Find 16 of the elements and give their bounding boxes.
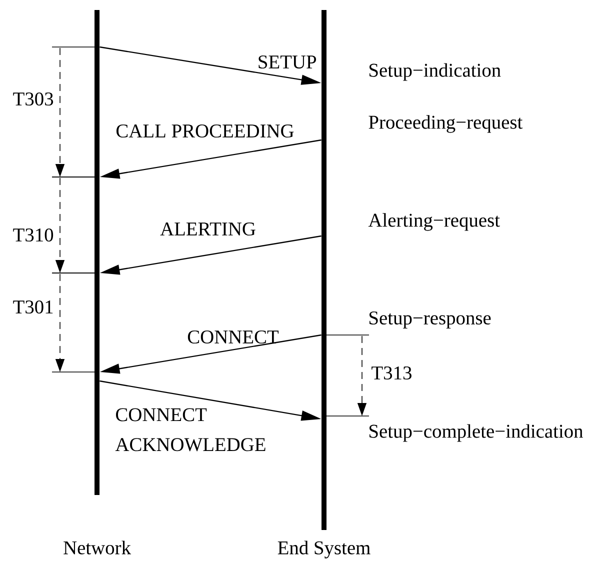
primitive-label: Setup−indication: [370, 63, 501, 81]
message-label: ALERTING: [160, 222, 256, 236]
message-label: SETUP: [258, 55, 316, 69]
primitive-label: Alerting−request: [368, 213, 500, 231]
message-label: CONNECT ACKNOWLEDGE: [115, 408, 266, 452]
timer-label: T303: [13, 92, 54, 106]
message-label: CALL PROCEEDING: [116, 124, 294, 138]
timer-label: T310: [13, 228, 54, 242]
primitive-label: Proceeding−request: [368, 115, 523, 133]
node-label: Network: [64, 540, 131, 554]
timer-label: T313: [372, 366, 412, 380]
message-label: CONNECT: [188, 330, 279, 344]
primitive-label: Setup−response: [370, 312, 491, 328]
timer-label: T301: [13, 300, 53, 314]
node-label: End System: [278, 540, 370, 558]
primitive-label: Setup−complete−indication: [370, 424, 583, 442]
